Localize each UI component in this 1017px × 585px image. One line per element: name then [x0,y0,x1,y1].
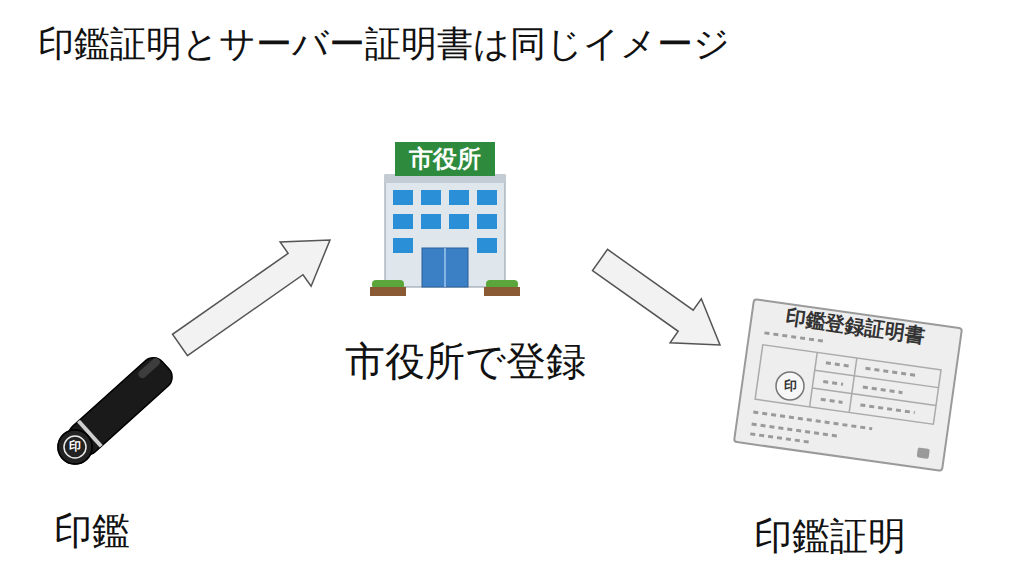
building-sign: 市役所 [409,146,481,174]
block-arrow [173,240,331,356]
node-label: 印鑑 [54,510,130,554]
diagram-title: 印鑑証明とサーバー証明書は同じイメージ [38,20,730,69]
block-arrow [593,249,721,345]
city-hall-node: 市役所市役所で登録 [330,140,600,390]
certificate-node: 印鑑登録証明書印印鑑証明 [720,290,975,565]
seal-mark: 印 [69,440,81,454]
node-label: 印鑑証明 [754,515,906,559]
stamp-mark: 印 [784,379,797,394]
node-label: 市役所で登録 [345,338,586,384]
seal-node: 印印鑑 [40,345,180,560]
